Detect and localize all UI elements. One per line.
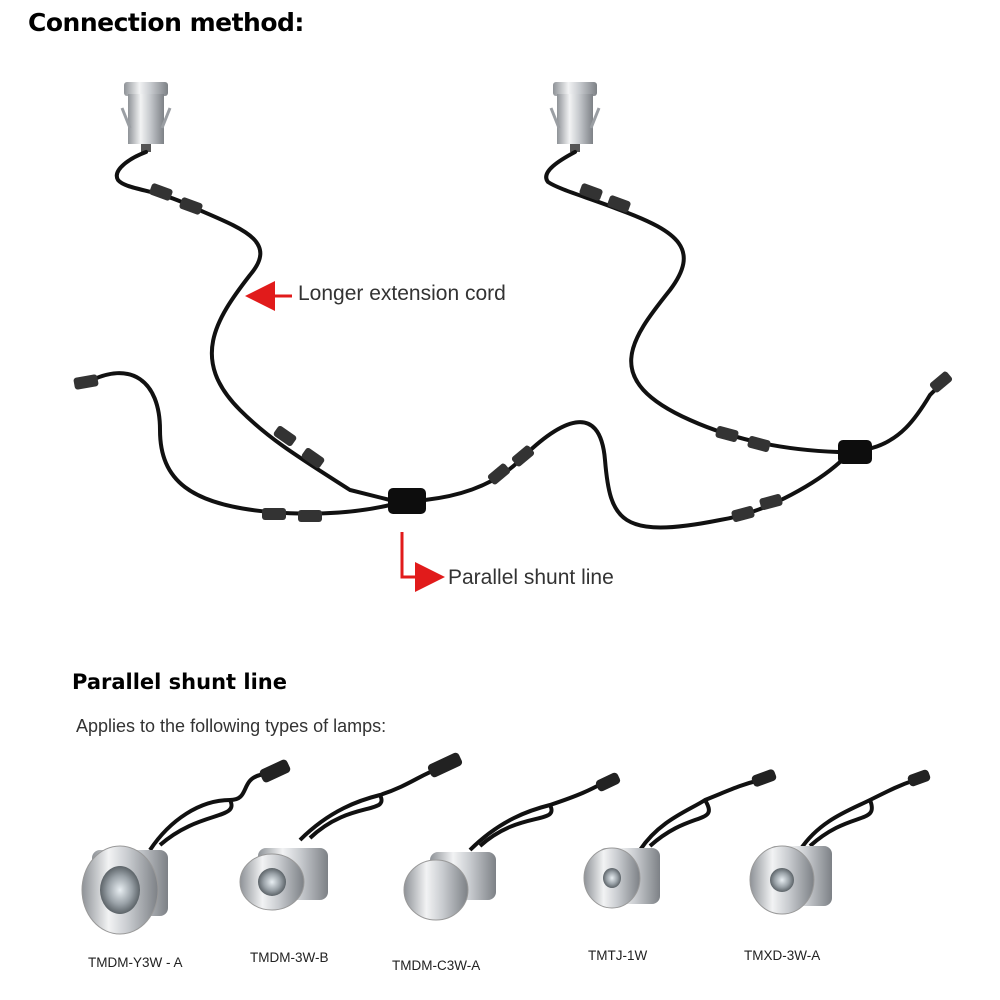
arrow-shunt-line xyxy=(400,532,445,592)
lamp-model-label: TMTJ-1W xyxy=(588,948,648,963)
connectors xyxy=(73,183,953,522)
section-heading: Parallel shunt line xyxy=(72,670,287,694)
lamp-product-1 xyxy=(81,759,291,935)
splitter-box-left xyxy=(388,488,426,514)
lamp-model-label: TMDM-Y3W - A xyxy=(88,955,183,970)
lamp-model-label: TMXD-3W-A xyxy=(744,948,821,963)
lamp-model-label: TMDM-C3W-A xyxy=(392,958,481,973)
label-shunt-line: Parallel shunt line xyxy=(448,566,614,589)
section-subtitle: Applies to the following types of lamps: xyxy=(76,716,387,736)
splitter-box-right xyxy=(838,440,872,464)
downlight-left xyxy=(120,82,172,152)
lamp-product-3 xyxy=(403,772,621,921)
lamp-product-4 xyxy=(583,769,777,909)
lamp-model-label: TMDM-3W-B xyxy=(250,950,329,965)
lamp-product-2 xyxy=(239,752,463,911)
lamp-product-5 xyxy=(749,769,931,915)
label-extension-cord: Longer extension cord xyxy=(298,282,506,305)
downlight-right xyxy=(549,82,601,152)
page-title: Connection method: xyxy=(28,8,304,37)
cables xyxy=(86,150,942,530)
